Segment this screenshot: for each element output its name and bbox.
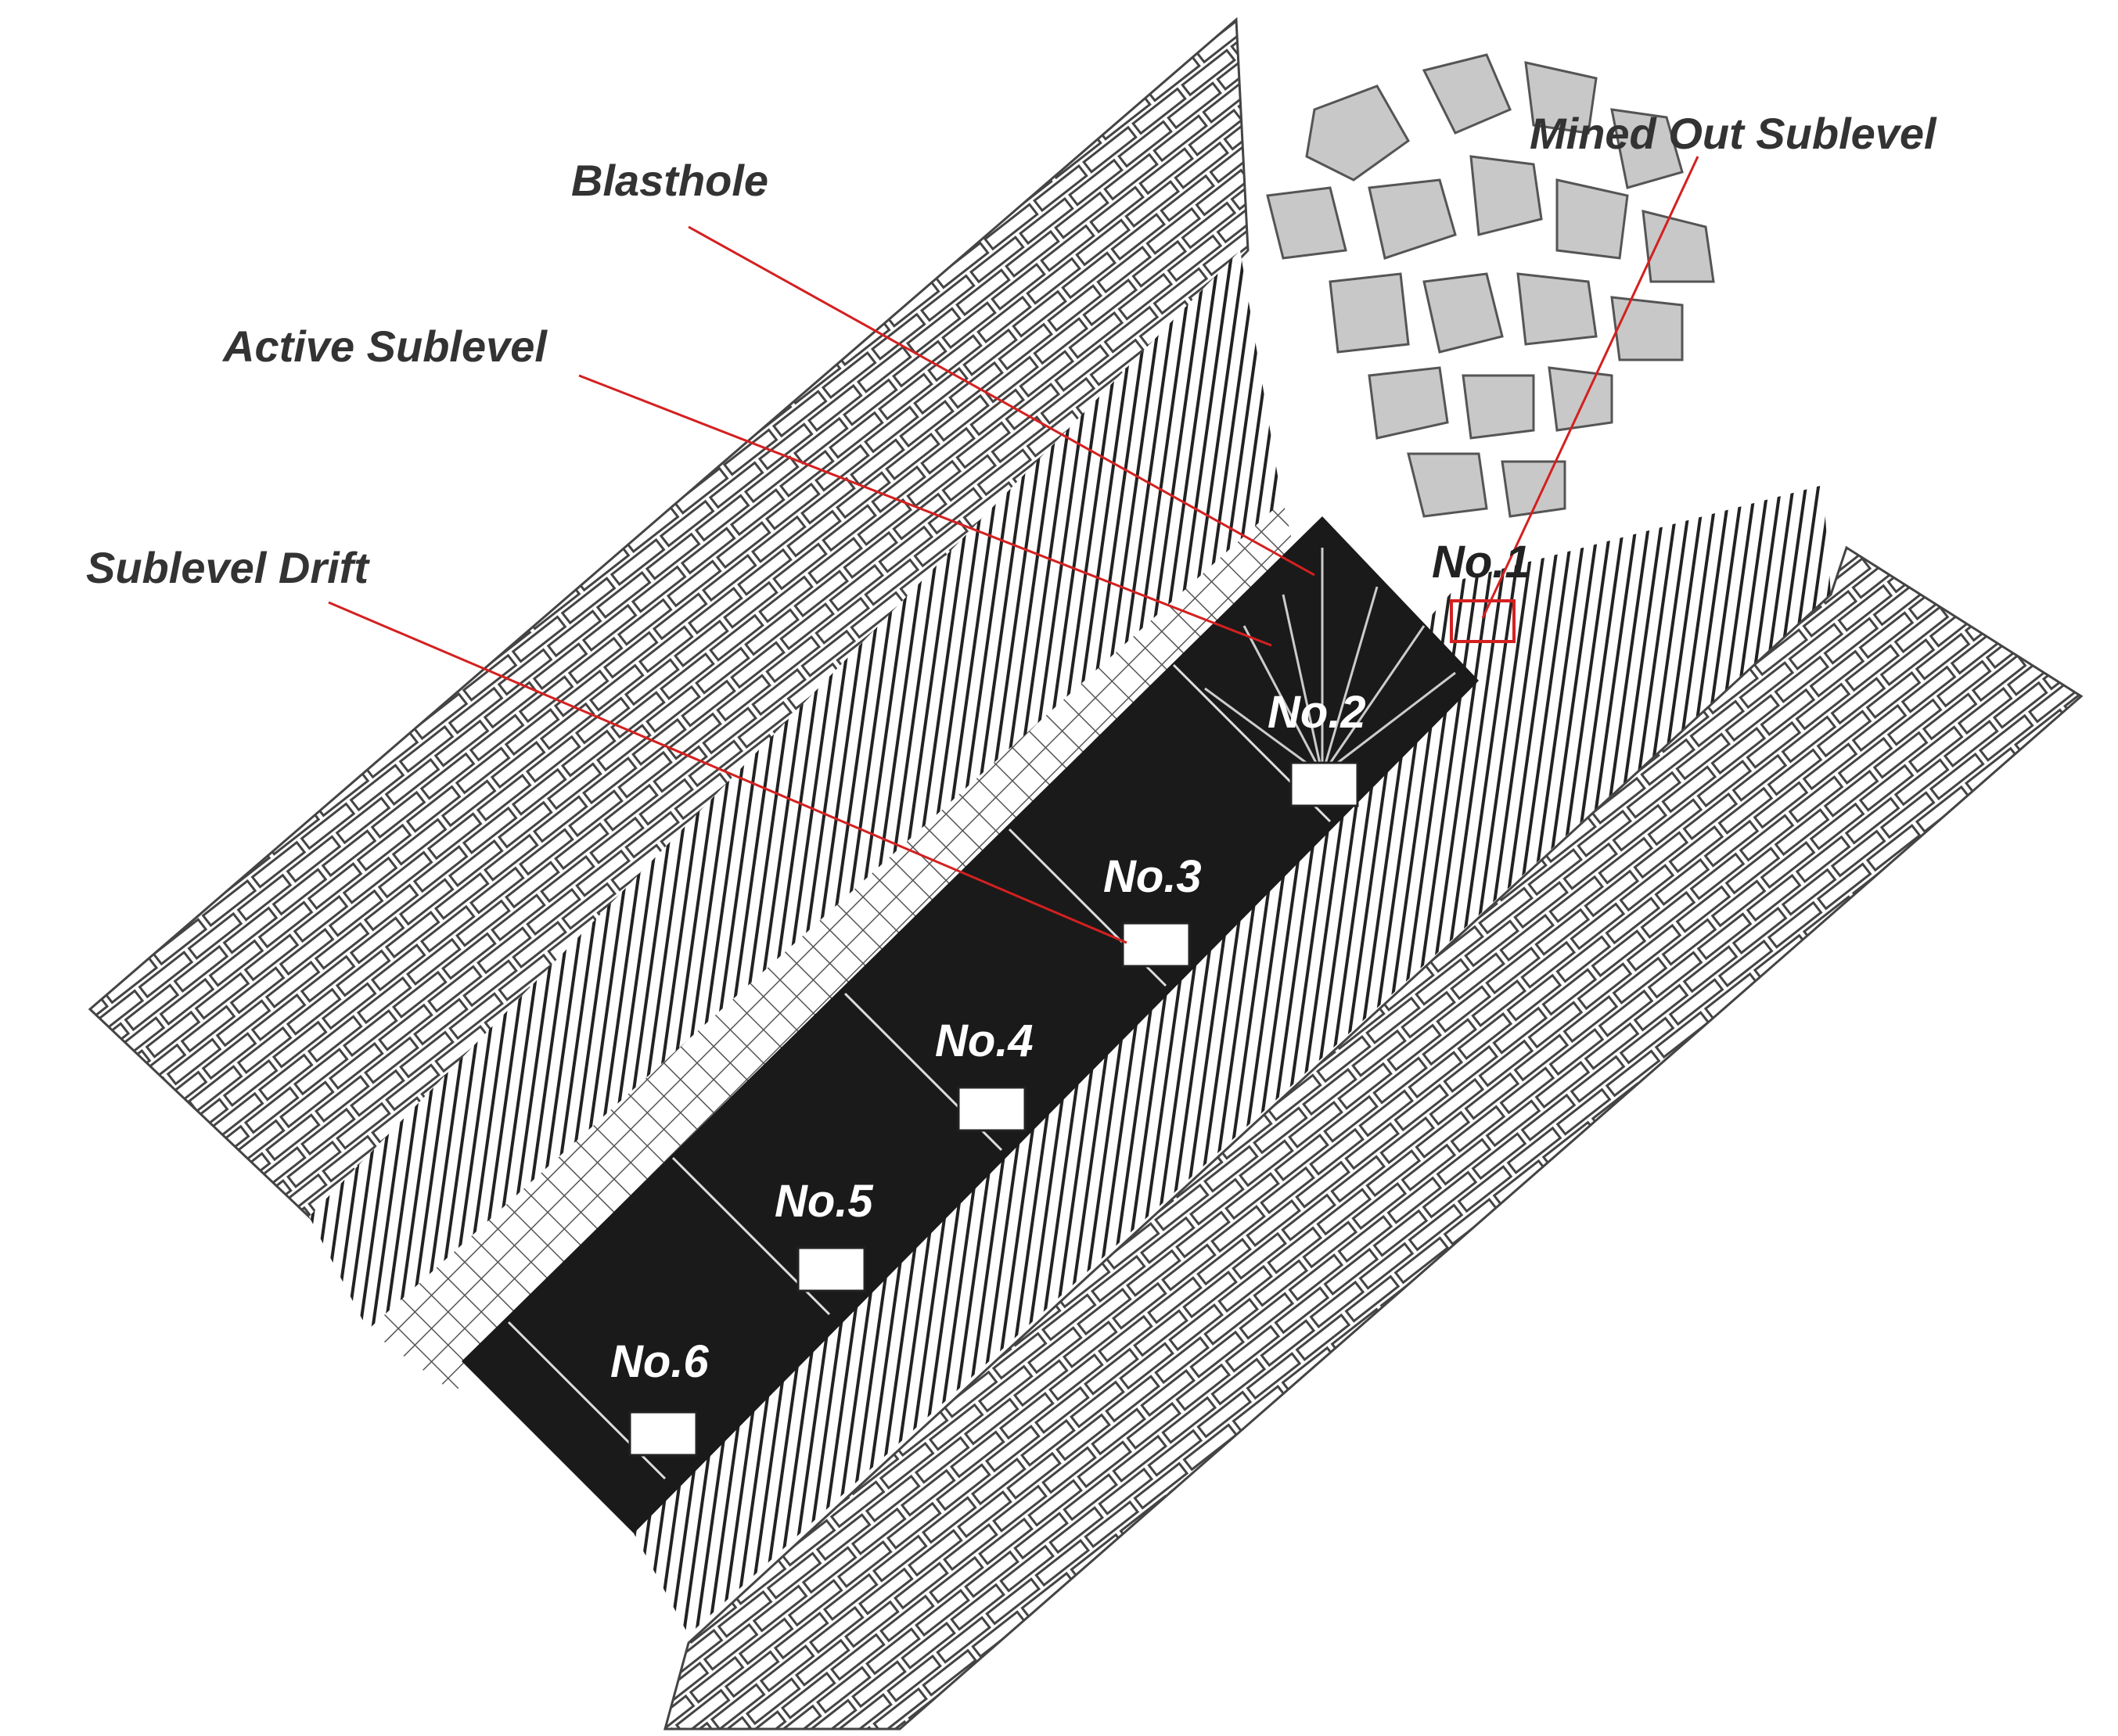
drift-no2 xyxy=(1289,761,1359,807)
sublevel-drift-label: Sublevel Drift xyxy=(86,543,370,592)
drift-no6 xyxy=(628,1411,698,1457)
sublevel-no4-label: No.4 xyxy=(935,1015,1034,1066)
drift-no3 xyxy=(1121,922,1191,968)
sublevel-no5-label: No.5 xyxy=(775,1176,873,1227)
caved-rock-rubble xyxy=(1252,31,1753,548)
country-rock-upper xyxy=(88,16,1250,1223)
hangingwall-hatch-band xyxy=(309,250,1283,1330)
footwall-hatch-band xyxy=(634,485,1831,1635)
sublevel-no1-label: No.1 xyxy=(1432,537,1530,588)
blasthole-label: Blasthole xyxy=(571,156,768,205)
country-rock-lower xyxy=(663,545,2084,1731)
sublevel-no6-label: No.6 xyxy=(610,1336,709,1387)
mined-out-sublevel-label: Mined Out Sublevel xyxy=(1530,109,1937,158)
drift-no4 xyxy=(957,1086,1027,1132)
leader-lines xyxy=(328,156,1699,944)
drift-no1 xyxy=(1450,599,1516,643)
drift-no5 xyxy=(796,1246,866,1292)
crosshatch-ore-zone xyxy=(368,501,1314,1393)
active-sublevel-label: Active Sublevel xyxy=(221,322,548,371)
drift-boxes xyxy=(628,599,1516,1457)
sublevel-no2-label: No.2 xyxy=(1268,687,1366,738)
sublevel-no3-label: No.3 xyxy=(1103,851,1202,902)
blasthole-fan xyxy=(1204,548,1456,776)
ore-column xyxy=(462,516,1479,1533)
